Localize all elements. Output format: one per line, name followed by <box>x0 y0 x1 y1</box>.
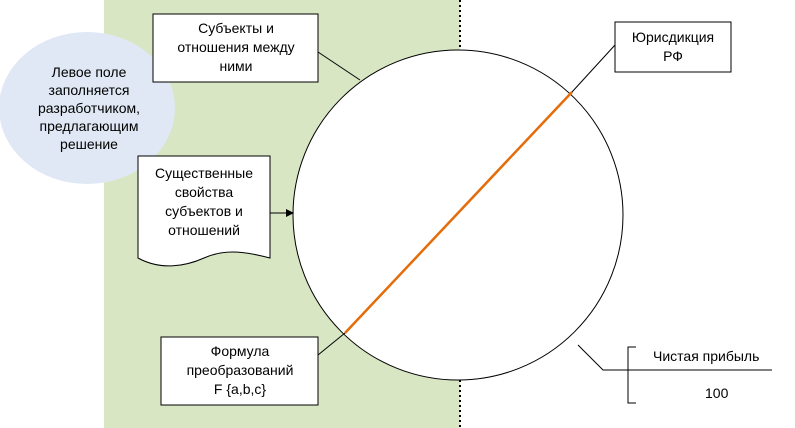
net-profit-bracket <box>627 346 636 404</box>
box-formula-line-3: F {a,b,c} <box>214 381 266 397</box>
box-properties <box>137 155 271 267</box>
note-ellipse-line-4: предлагающим <box>39 118 138 134</box>
main-circle <box>292 49 624 381</box>
connector-net-profit <box>577 344 628 371</box>
box-jurisdiction <box>614 21 732 73</box>
box-jurisdiction-line-2: РФ <box>663 48 683 64</box>
box-jurisdiction-line-1: Юрисдикция <box>632 29 714 45</box>
note-ellipse-line-3: разработчиком, <box>38 100 140 116</box>
connector-formula <box>317 332 346 356</box>
note-ellipse <box>0 32 175 184</box>
note-ellipse-line-2: заполняется <box>49 82 130 98</box>
box-properties-line-3: субъектов и <box>165 203 243 219</box>
box-subjects-line-1: Субъекты и <box>198 20 274 36</box>
box-subjects-line-3: ними <box>220 58 253 74</box>
connector-jurisdiction <box>571 44 616 93</box>
note-ellipse-line-5: решение <box>60 136 118 152</box>
box-properties-line-4: отношений <box>168 222 240 238</box>
arrow-head-icon <box>286 209 294 217</box>
box-subjects <box>152 13 319 83</box>
net-profit-value: 100 <box>705 385 729 401</box>
net-profit-label: Чистая прибыль <box>653 348 759 364</box>
orange-diagonal <box>344 91 573 334</box>
box-formula-line-1: Формула <box>211 343 270 359</box>
box-properties-line-1: Существенные <box>155 165 253 181</box>
box-properties-line-2: свойства <box>175 184 234 200</box>
connector-subjects <box>317 51 361 81</box>
box-subjects-line-2: отношения между <box>177 39 294 55</box>
box-formula <box>160 336 319 406</box>
note-ellipse-line-1: Левое поле <box>52 64 127 80</box>
box-formula-line-2: преобразований <box>187 362 294 378</box>
